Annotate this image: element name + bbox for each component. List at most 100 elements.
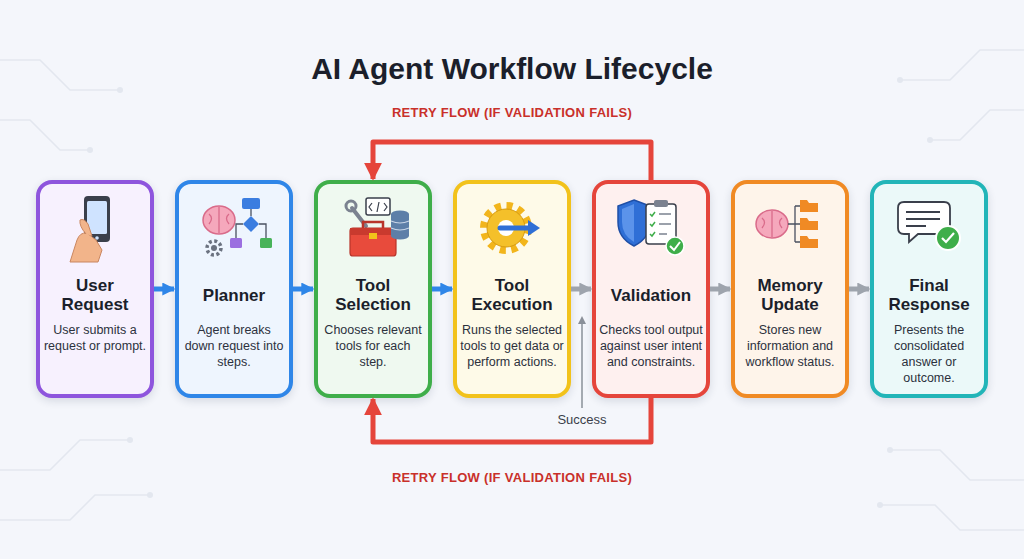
flow-arrow <box>849 287 869 292</box>
planner-icon-part <box>207 241 221 255</box>
body-slot: User submits a request or prompt. <box>43 322 147 354</box>
memory-icon <box>756 200 818 248</box>
memory-icon-part <box>788 206 800 242</box>
circuit-dots <box>87 77 933 508</box>
circuit-traces-part <box>890 450 1024 480</box>
circuit-traces-part <box>930 110 1024 140</box>
body-slot: Stores new information and workflow stat… <box>738 322 842 370</box>
memory-icon-part <box>800 200 818 212</box>
box-description: User submits a request or prompt. <box>43 322 147 354</box>
planner-icon-part <box>211 245 217 251</box>
flow-arrow <box>710 287 730 292</box>
box-description: Runs the selected tools to get data or p… <box>460 322 564 370</box>
memory-icon-part <box>800 218 818 230</box>
flow-arrow <box>571 287 591 292</box>
retry-arrow <box>373 142 651 180</box>
memory-icon-part <box>800 236 818 248</box>
toolbox-icon-part <box>369 202 387 212</box>
shield-clipboard-icon-part <box>659 214 671 234</box>
gear-arrow-icon-part <box>528 220 540 236</box>
planner-icon-part <box>243 216 259 232</box>
chat-check-icon <box>898 202 960 250</box>
body-slot: Checks tool output against user intent a… <box>599 322 703 370</box>
box-description: Chooses relevant tools for each step. <box>321 322 425 370</box>
heading-slot: Planner <box>181 270 287 320</box>
planner-icon-part <box>236 224 266 238</box>
heading-slot: User Request <box>42 270 148 320</box>
shield-clipboard-icon-part <box>654 200 668 207</box>
heading-slot: Validation <box>598 270 704 320</box>
body-slot: Agent breaks down request into steps. <box>182 322 286 370</box>
heading-slot: Memory Update <box>737 270 843 320</box>
body-slot: Runs the selected tools to get data or p… <box>460 322 564 370</box>
phone-hand-icon <box>70 196 110 262</box>
circuit-dots-part <box>147 492 153 498</box>
circuit-dots-part <box>117 87 123 93</box>
chat-check-icon-part <box>942 233 954 242</box>
body-slot: Chooses relevant tools for each step. <box>321 322 425 370</box>
phone-hand-icon-part <box>80 220 92 237</box>
toolbox-icon-part <box>391 221 409 230</box>
toolbox-icon-part <box>369 233 377 239</box>
planner-icon <box>203 198 272 255</box>
circuit-traces <box>0 50 1024 530</box>
planner-icon-part <box>242 198 260 209</box>
box-heading: Memory Update <box>737 276 843 314</box>
circuit-dots-part <box>927 137 933 143</box>
success-pointer-part <box>578 316 586 324</box>
box-heading: User Request <box>42 276 148 314</box>
process-box: Memory UpdateStores new information and … <box>731 180 849 398</box>
shield-clipboard-icon-part <box>618 200 650 246</box>
planner-icon-part <box>209 207 229 233</box>
toolbox-icon-part <box>346 201 356 211</box>
planner-icon-part <box>230 238 242 248</box>
gear-arrow-icon <box>484 206 540 250</box>
toolbox-icon-part <box>350 228 396 256</box>
toolbox-icon-part <box>366 198 390 215</box>
memory-icon-part <box>762 211 782 237</box>
circuit-dots-part <box>127 437 133 443</box>
edge-label: RETRY FLOW (IF VALIDATION FAILS) <box>388 104 636 121</box>
circuit-traces-part <box>0 120 90 150</box>
shield-clipboard-icon <box>618 200 684 255</box>
diagram-title: AI Agent Workflow Lifecycle <box>0 52 1024 86</box>
circuit-dots-part <box>887 447 893 453</box>
heading-slot: Final Response <box>876 270 982 320</box>
chat-check-icon-part <box>936 226 960 250</box>
box-description: Stores new information and workflow stat… <box>738 322 842 370</box>
circuit-traces-part <box>0 60 120 90</box>
planner-icon-part <box>260 238 272 248</box>
heading-slot: Tool Execution <box>459 270 565 320</box>
box-heading: Tool Selection <box>320 276 426 314</box>
circuit-dots-part <box>877 502 883 508</box>
toolbox-icon-part <box>391 233 409 240</box>
process-box: PlannerAgent breaks down request into st… <box>175 180 293 398</box>
retry-arrow <box>373 398 651 442</box>
box-description: Agent breaks down request into steps. <box>182 322 286 370</box>
box-heading: Tool Execution <box>459 276 565 314</box>
toolbox-icon-part <box>363 222 383 228</box>
circuit-traces-part <box>0 440 130 470</box>
circuit-traces-part <box>0 495 150 520</box>
edge-label: RETRY FLOW (IF VALIDATION FAILS) <box>388 469 636 486</box>
box-description: Checks tool output against user intent a… <box>599 322 703 370</box>
toolbox-icon <box>346 198 409 256</box>
box-description: Presents the consolidated answer or outc… <box>877 322 981 386</box>
success-pointer-part <box>581 322 583 408</box>
circuit-traces-part <box>880 505 1024 530</box>
heading-slot: Tool Selection <box>320 270 426 320</box>
shield-clipboard-icon-part <box>650 212 655 236</box>
circuit-dots-part <box>897 77 903 83</box>
success-pointer <box>578 316 586 408</box>
box-heading: Validation <box>611 286 691 305</box>
annotation-label: Success <box>554 412 609 427</box>
shield-clipboard-icon-part <box>622 204 634 242</box>
circuit-dots-part <box>87 147 93 153</box>
box-heading: Planner <box>203 286 265 305</box>
gear-arrow-icon-part <box>500 226 530 231</box>
chat-check-icon-part <box>906 212 940 226</box>
planner-icon-part <box>250 209 251 216</box>
box-heading: Final Response <box>876 276 982 314</box>
memory-icon-part <box>756 210 788 238</box>
